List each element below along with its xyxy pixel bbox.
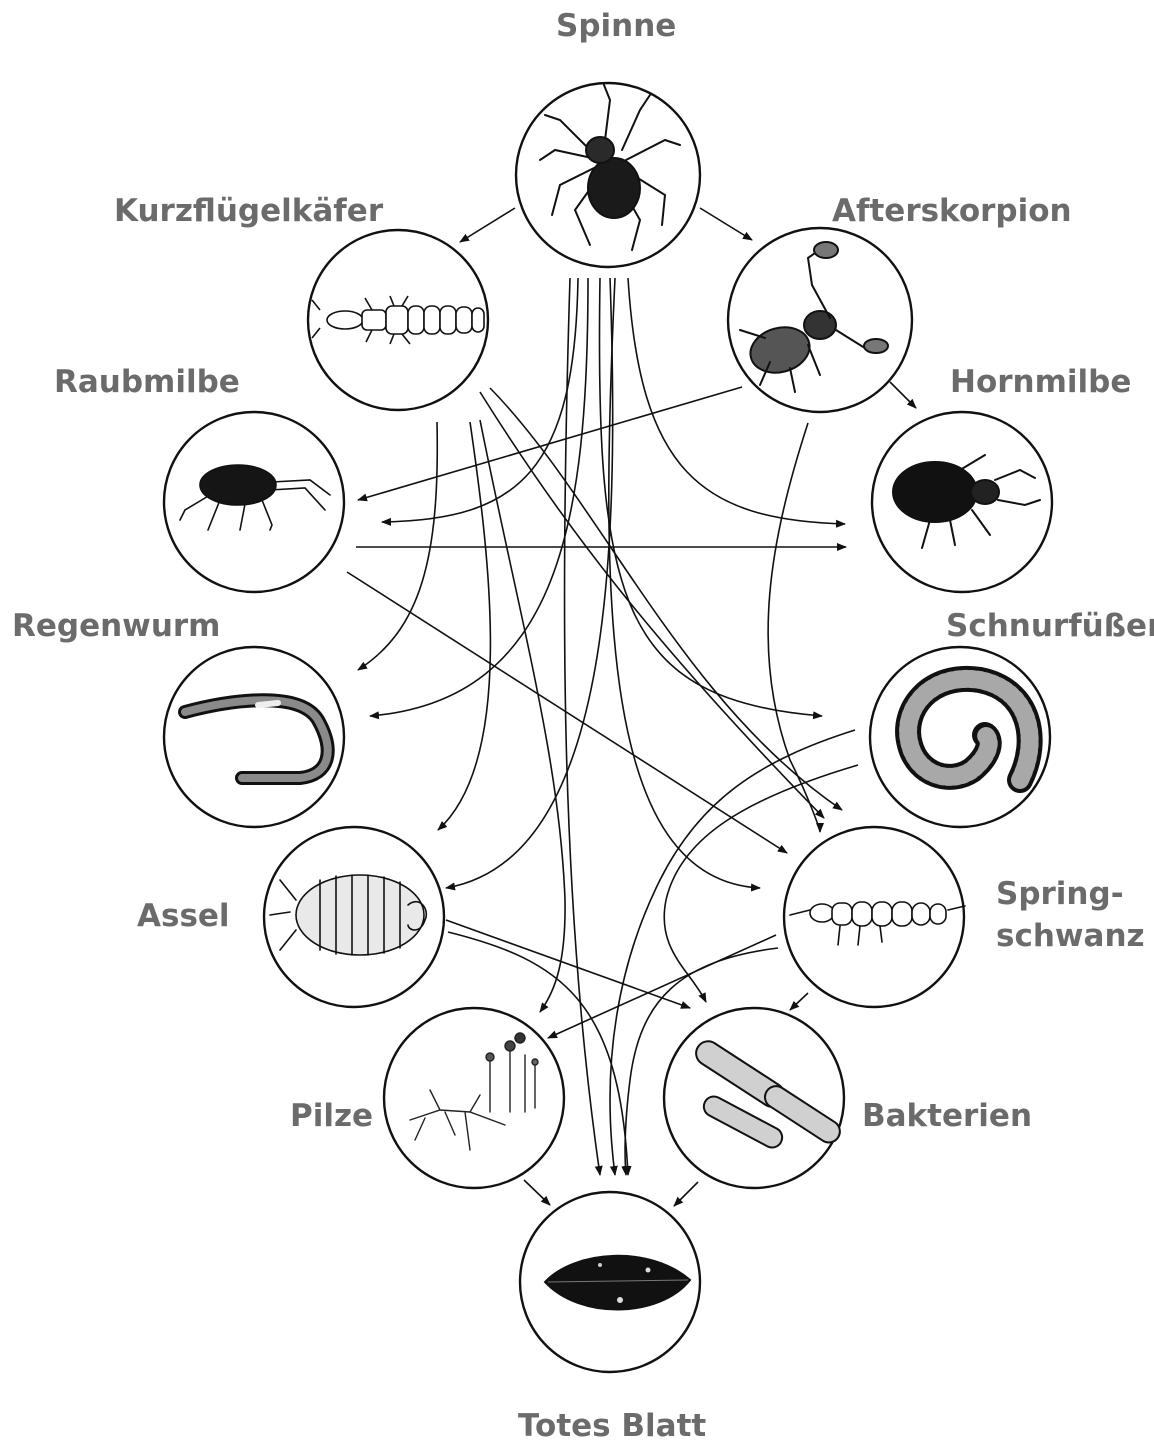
arrow-schnurfuesser-totes-blatt: [609, 729, 856, 1176]
arrow-kurzfluegelkaefer-schnurfuesser: [489, 387, 843, 811]
arrow-afterskorpion-raubmilbe: [357, 386, 743, 502]
earthworm-icon: [178, 693, 335, 785]
arrow-kurzfluegelkaefer-assel: [437, 421, 492, 831]
arrow-spinne-schnurfuesser: [598, 277, 823, 720]
spider-icon: [539, 84, 681, 251]
millipede-icon: [895, 665, 1043, 793]
node-schnurfuesser: [868, 645, 1052, 829]
label-springschwanz-line2: schwanz: [996, 918, 1145, 954]
node-hornmilbe: [870, 410, 1054, 594]
arrow-spinne-regenwurm: [369, 277, 589, 720]
node-afterskorpion: [726, 226, 914, 414]
arrow-spinne-springschwanz: [608, 277, 761, 892]
predatory-mite-icon: [179, 464, 331, 531]
woodlouse-icon: [269, 874, 427, 956]
rove-beetle-icon: [311, 295, 485, 345]
node-pilze: [382, 1006, 566, 1190]
arrow-kurzfluegelkaefer-pilze: [479, 419, 566, 1013]
pseudoscorpion-icon: [739, 241, 889, 393]
springtail-icon: [789, 901, 966, 946]
arrow-afterskorpion-hornmilbe: [889, 381, 917, 409]
label-schnurfuesser: Schnurfüßer: [946, 608, 1154, 644]
node-raubmilbe: [162, 410, 346, 594]
arrow-springschwanz-bakterien: [789, 992, 809, 1011]
label-totes-blatt: Totes Blatt: [518, 1408, 707, 1444]
arrow-pilze-totes-blatt: [523, 1179, 551, 1206]
label-regenwurm: Regenwurm: [12, 608, 221, 644]
arrow-raubmilbe-springschwanz: [346, 571, 788, 854]
arrow-bakterien-totes-blatt: [673, 1181, 699, 1207]
label-kurzfluegelkaefer: Kurzflügelkäfer: [114, 193, 384, 229]
label-afterskorpion: Afterskorpion: [832, 193, 1072, 229]
node-bakterien: [662, 1006, 846, 1190]
feeding-arrows: [346, 207, 917, 1207]
bacteria-icon: [695, 1040, 841, 1149]
node-springschwanz: [782, 825, 966, 1009]
label-pilze: Pilze: [290, 1098, 374, 1134]
arrow-spinne-kurzfluegelkaefer: [459, 207, 516, 243]
label-assel: Assel: [137, 898, 230, 934]
node-kurzfluegelkaefer: [306, 228, 490, 412]
label-springschwanz-line1: Spring-: [996, 876, 1124, 912]
dead-leaf-icon: [543, 1254, 692, 1311]
arrow-spinne-hornmilbe: [627, 277, 846, 528]
node-totes-blatt: [518, 1190, 702, 1374]
node-assel: [262, 825, 446, 1009]
arrow-assel-bakterien: [445, 919, 691, 1009]
arrow-schnurfuesser-bakterien: [663, 764, 859, 1003]
label-hornmilbe: Hornmilbe: [950, 364, 1132, 400]
arrow-spinne-assel: [445, 277, 614, 891]
arrow-assel-totes-blatt: [447, 931, 632, 1176]
arrow-springschwanz-pilze: [547, 934, 777, 1039]
label-spinne: Spinne: [556, 8, 677, 44]
arrow-spinne-totes-blatt-1: [563, 277, 603, 1176]
node-spinne: [514, 81, 702, 269]
arrow-spinne-afterskorpion: [699, 207, 753, 241]
arrow-afterskorpion-springschwanz: [767, 422, 824, 833]
fungi-icon: [409, 1032, 539, 1151]
label-raubmilbe: Raubmilbe: [54, 364, 240, 400]
arrow-kurzfluegelkaefer-springschwanz: [479, 391, 825, 819]
node-regenwurm: [162, 645, 346, 829]
oribatid-mite-icon: [892, 454, 1041, 549]
arrow-kurzfluegelkaefer-regenwurm: [357, 421, 439, 671]
arrow-springschwanz-totes-blatt: [621, 947, 779, 1176]
label-bakterien: Bakterien: [862, 1098, 1033, 1134]
